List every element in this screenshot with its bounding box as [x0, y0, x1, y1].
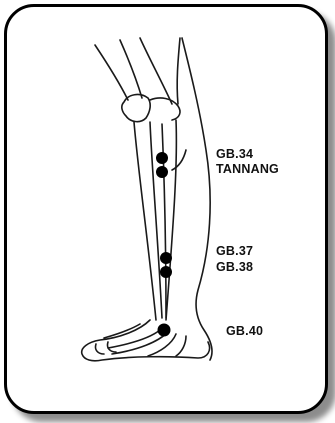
gb37-point — [160, 252, 172, 264]
gb38-point — [160, 266, 172, 278]
gb40-label: GB.40 — [226, 324, 263, 339]
gb34-label: GB.34 — [216, 147, 253, 162]
gb40-point — [158, 324, 171, 337]
tannang-point — [156, 166, 168, 178]
foot-outline — [82, 320, 210, 361]
tannang-label: TANNANG — [216, 162, 279, 177]
gb34-pointer — [172, 150, 186, 170]
calf-outline — [182, 38, 212, 360]
gb34-point — [156, 152, 168, 164]
knee-joint — [122, 95, 150, 122]
gb37-label: GB.37 — [216, 244, 253, 259]
tibia-outline — [134, 122, 156, 320]
gb38-label: GB.38 — [216, 260, 253, 275]
femur-outline — [95, 45, 128, 100]
